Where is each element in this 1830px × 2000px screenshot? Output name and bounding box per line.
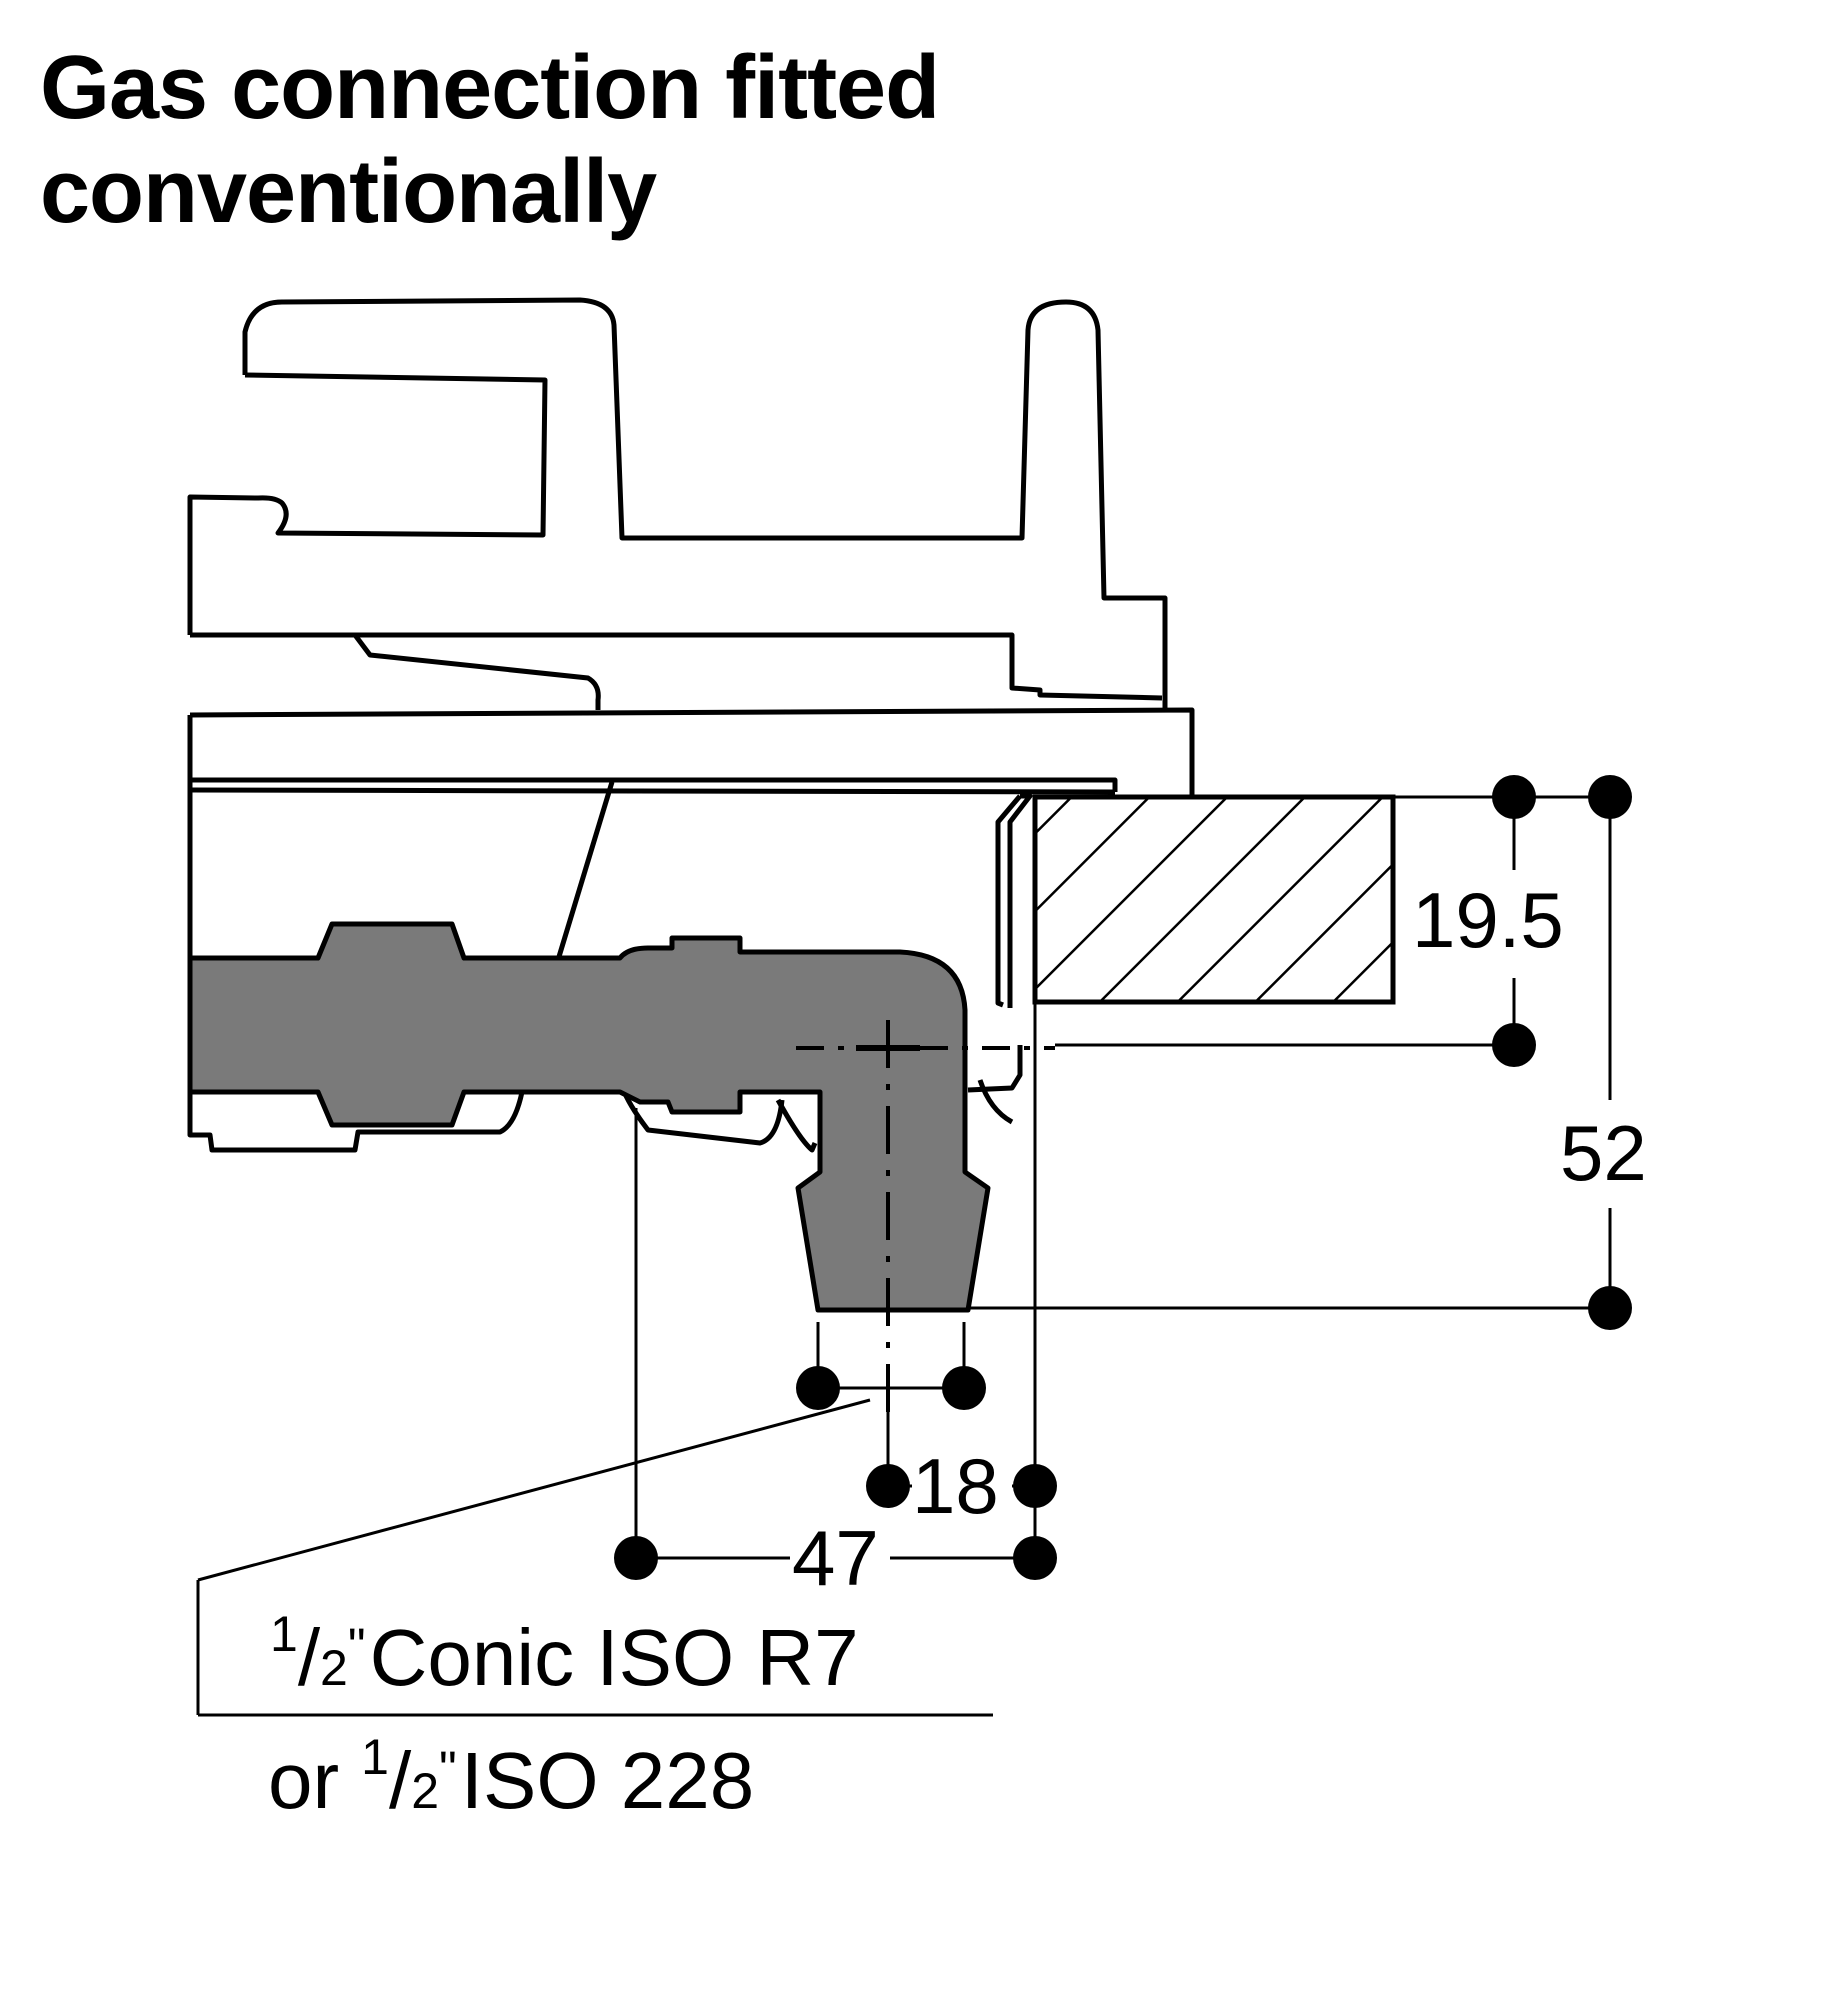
- centre-lines: [796, 1020, 1055, 1412]
- dimension-label-connection-height: 52: [1560, 1109, 1647, 1197]
- thread-note-line-2: or 1/2"ISO 228: [268, 1729, 754, 1825]
- title-line-1: Gas connection fitted: [40, 38, 940, 138]
- dimension-dot: [1588, 775, 1632, 819]
- fraction-denominator: 2: [411, 1763, 439, 1819]
- alternative-prefix: or: [268, 1736, 339, 1825]
- inch-mark: ": [439, 1741, 457, 1797]
- fraction-numerator: 1: [270, 1606, 298, 1662]
- dimension-dot: [1013, 1464, 1057, 1508]
- fraction-slash: /: [298, 1613, 321, 1702]
- fraction-denominator: 2: [320, 1640, 348, 1696]
- dimension-dot: [1588, 1286, 1632, 1330]
- dimension-label-connection-distance: 47: [792, 1514, 879, 1602]
- title-line-2: conventionally: [40, 142, 657, 242]
- dimension-label-pipe-offset: 18: [912, 1442, 999, 1530]
- dimension-dot: [796, 1366, 840, 1410]
- dimension-dot: [614, 1536, 658, 1580]
- fraction-numerator: 1: [361, 1729, 389, 1785]
- thread-spec-alternative: ISO 228: [461, 1736, 755, 1825]
- dimension-dot: [1492, 775, 1536, 819]
- page-title: Gas connection fitted conventionally: [40, 36, 940, 244]
- dimension-dot: [942, 1366, 986, 1410]
- thread-note-line-1: 1/2"Conic ISO R7: [270, 1606, 859, 1702]
- hob-outline: [187, 297, 1195, 1153]
- inch-mark: ": [348, 1618, 366, 1674]
- dimension-dots: [614, 775, 1632, 1580]
- dimension-dot: [866, 1464, 910, 1508]
- worktop-section: [1032, 794, 1396, 1005]
- fraction-slash: /: [389, 1736, 412, 1825]
- thread-note-leader: [196, 1398, 993, 1717]
- thread-spec-primary: Conic ISO R7: [370, 1613, 859, 1702]
- dimension-label-worktop-thickness: 19.5: [1412, 876, 1564, 964]
- dimension-dot: [1492, 1023, 1536, 1067]
- gas-connection-pipe: [187, 921, 991, 1313]
- dimension-dot: [1013, 1536, 1057, 1580]
